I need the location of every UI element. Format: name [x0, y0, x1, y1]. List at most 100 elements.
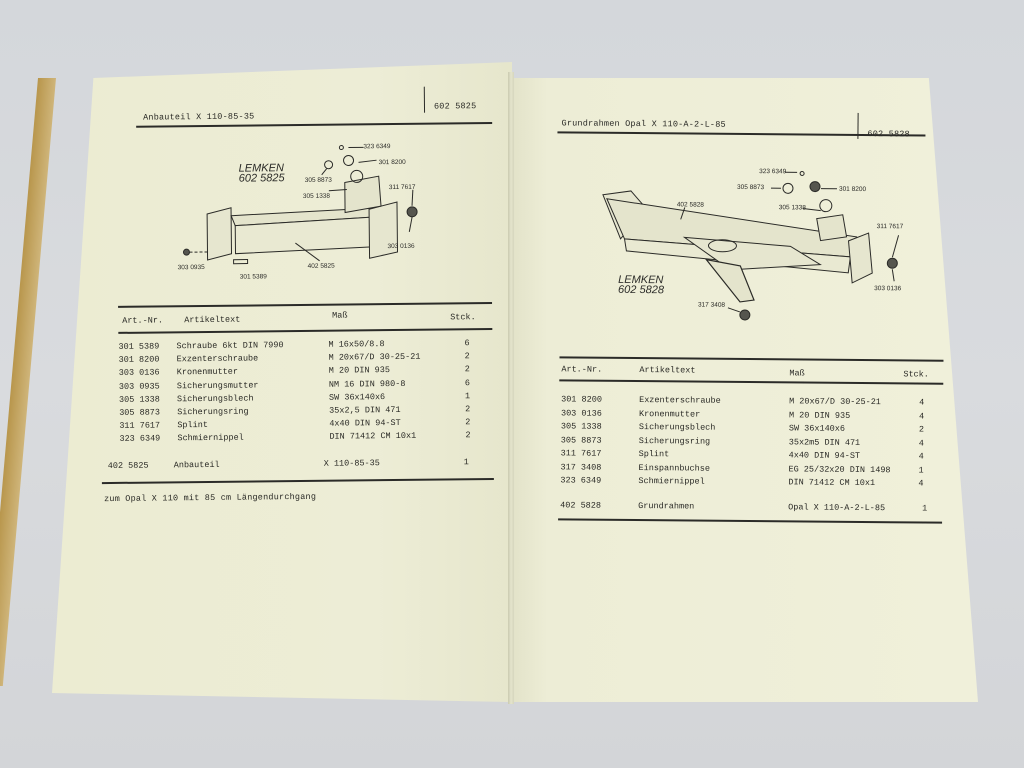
cell-qty: 2: [464, 364, 470, 375]
cell-qty: 2: [465, 404, 471, 415]
callout: 305 8873: [304, 176, 332, 184]
col-art-nr: Art.-Nr.: [561, 364, 603, 375]
frame-drawing-icon: [182, 145, 418, 265]
left-page-title: Anbauteil X 110-85-35: [143, 111, 255, 123]
callout: 323 6349: [759, 168, 787, 176]
cell-art: 303 0935: [118, 381, 160, 392]
left-page: [52, 62, 512, 702]
cell-mass: M 20x67/D 30-25-21: [789, 396, 881, 408]
frame-drawing-icon: [602, 170, 900, 321]
cell-text: Sicherungsmutter: [176, 380, 259, 391]
cell-text: Sicherungsring: [638, 435, 711, 447]
callout: 323 6349: [363, 143, 391, 151]
cover-edge: [0, 78, 56, 686]
gutter: [508, 72, 514, 704]
callout: 311 7617: [388, 183, 416, 192]
right-page: [510, 78, 978, 702]
cell-art: 305 1338: [118, 394, 160, 405]
drawing-brand: LEMKEN 602 5828: [618, 274, 665, 297]
drawing-brand: LEMKEN 602 5825: [238, 162, 285, 185]
callout: 305 1338: [302, 192, 331, 200]
part-drawing-grundrahmen: LEMKEN 602 5828 323 6349 305 8873 301 82…: [580, 159, 911, 332]
cell-qty: 1: [922, 503, 928, 514]
cell-text: Schmiernippel: [177, 432, 244, 444]
cell-mass: 4x40 DIN 94-ST: [788, 450, 861, 461]
cell-qty: 2: [465, 417, 471, 428]
cell-art: 311 7617: [560, 448, 602, 459]
cell-qty: 1: [918, 464, 924, 476]
cell-qty: 6: [464, 338, 470, 349]
cell-text: Kronenmutter: [176, 367, 239, 378]
col-artikeltext: Artikeltext: [184, 314, 241, 326]
cell-text: Grundrahmen: [638, 501, 695, 512]
cell-art: 301 8200: [118, 354, 160, 366]
callout: 303 0136: [874, 285, 902, 293]
callout: 305 1338: [778, 204, 806, 212]
callout: 317 3408: [697, 301, 726, 309]
callout: 311 7617: [876, 223, 904, 231]
callout: 402 5825: [307, 262, 335, 270]
left-page-number: 602 5825: [433, 101, 477, 112]
col-art-nr: Art.-Nr.: [122, 315, 164, 326]
brand-number: 602 5825: [238, 172, 285, 185]
col-artikeltext: Artikeltext: [639, 365, 696, 376]
cell-mass: 35x2,5 DIN 471: [329, 404, 401, 416]
cell-mass: DIN 71412 CM 10x1: [329, 431, 417, 443]
callout: 301 5389: [239, 273, 267, 281]
cell-art: 305 8873: [119, 407, 161, 418]
col-mass: Maß: [332, 310, 348, 321]
cell-mass: SW 36x140x6: [328, 391, 386, 403]
cell-qty: 4: [918, 451, 924, 462]
col-mass: Maß: [789, 368, 805, 379]
cell-art: 301 5389: [118, 341, 160, 352]
cell-qty: 4: [919, 397, 925, 408]
cell-qty: 2: [918, 424, 925, 435]
cell-text: Sicherungsblech: [176, 393, 254, 405]
cell-mass: M 20x67/D 30-25-21: [328, 351, 421, 363]
callout: 301 8200: [838, 185, 867, 194]
cell-mass: M 20 DIN 935: [788, 409, 851, 421]
col-stck: Stck.: [903, 369, 929, 380]
right-page-title: Grundrahmen Opal X 110-A-2-L-85: [561, 118, 726, 130]
cell-text: Sicherungsring: [177, 406, 249, 418]
cell-qty: 2: [465, 430, 471, 441]
cell-art: 402 5828: [560, 500, 602, 511]
cell-qty: 4: [918, 410, 925, 422]
cell-mass: SW 36x140x6: [788, 423, 846, 434]
cell-qty: 1: [464, 391, 471, 402]
cell-art: 323 6349: [119, 433, 161, 445]
cell-mass: DIN 71412 CM 10x1: [788, 477, 876, 489]
cell-text: Exzenterschraube: [176, 353, 259, 365]
cell-mass: Opal X 110-A-2-L-85: [788, 502, 886, 514]
cell-art: 311 7617: [119, 420, 161, 432]
cell-text: Anbauteil: [173, 459, 220, 471]
part-drawing-anbauteil: LEMKEN 602 5825 323 6349 301 8200 305 88…: [168, 134, 440, 287]
cell-text: Schmiernippel: [638, 476, 705, 487]
cell-mass: M 16x50/8.8: [328, 339, 385, 350]
cell-text: Sicherungsblech: [638, 422, 716, 433]
cell-mass: M 20 DIN 935: [328, 365, 391, 377]
cell-text: Schraube 6kt DIN 7990: [176, 340, 284, 352]
callout: 303 0136: [387, 242, 415, 251]
cell-art: 301 8200: [561, 394, 602, 405]
cell-qty: 6: [464, 377, 471, 388]
cell-mass: EG 25/32x20 DIN 1498: [788, 463, 891, 475]
cell-mass: 4x40 DIN 94-ST: [329, 418, 401, 429]
cell-text: Exzenterschraube: [639, 395, 721, 406]
cell-art: 303 0136: [118, 367, 160, 379]
cell-qty: 2: [464, 351, 470, 362]
cell-art: 317 3408: [560, 461, 602, 473]
callout: 301 8200: [378, 158, 406, 167]
cell-mass: 35x2m5 DIN 471: [788, 436, 861, 448]
cell-mass: NM 16 DIN 980-8: [328, 378, 406, 390]
cell-art: 303 0136: [560, 407, 602, 419]
cell-qty: 1: [463, 457, 469, 468]
cell-art: 402 5825: [107, 460, 149, 472]
brand-number: 602 5828: [618, 283, 665, 297]
cell-text: Einspannbuchse: [638, 462, 710, 474]
callout: 303 0935: [177, 263, 205, 272]
callout: 305 8873: [736, 183, 765, 192]
cell-qty: 4: [918, 478, 924, 489]
cell-qty: 4: [918, 437, 924, 449]
